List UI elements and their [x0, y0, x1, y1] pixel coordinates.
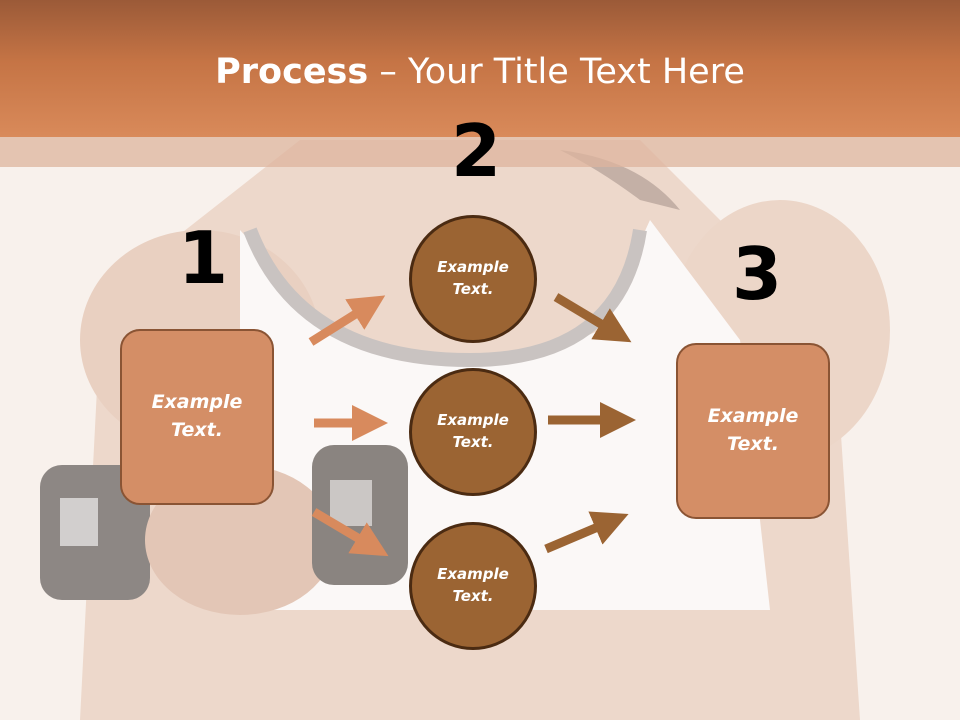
arrow-1-to-2c	[311, 508, 389, 557]
step-number-3: 3	[732, 232, 783, 316]
step-1-text: Example Text.	[151, 391, 243, 441]
arrow-2a-to-3	[553, 293, 632, 343]
title-rest: – Your Title Text Here	[368, 52, 745, 92]
header-strip	[0, 137, 960, 167]
circle-top-text: Example Text.	[437, 258, 509, 298]
circle-middle-text: Example Text.	[437, 411, 509, 451]
arrow-2c-to-3	[544, 511, 629, 554]
title-bold: Process	[215, 52, 369, 92]
step-3-box: Example Text.	[676, 343, 830, 519]
header-bar	[0, 0, 960, 137]
step-2-circle-bottom: Example Text.	[409, 522, 537, 650]
step-3-text: Example Text.	[707, 405, 799, 455]
slide-title: Process – Your Title Text Here	[0, 52, 960, 92]
step-2-circle-top: Example Text.	[409, 215, 537, 343]
arrow-1-to-2a	[308, 295, 386, 346]
step-2-circle-middle: Example Text.	[409, 368, 537, 496]
circle-bottom-text: Example Text.	[437, 565, 509, 605]
step-number-2: 2	[451, 109, 502, 193]
step-number-1: 1	[178, 216, 229, 300]
step-1-box: Example Text.	[120, 329, 274, 505]
